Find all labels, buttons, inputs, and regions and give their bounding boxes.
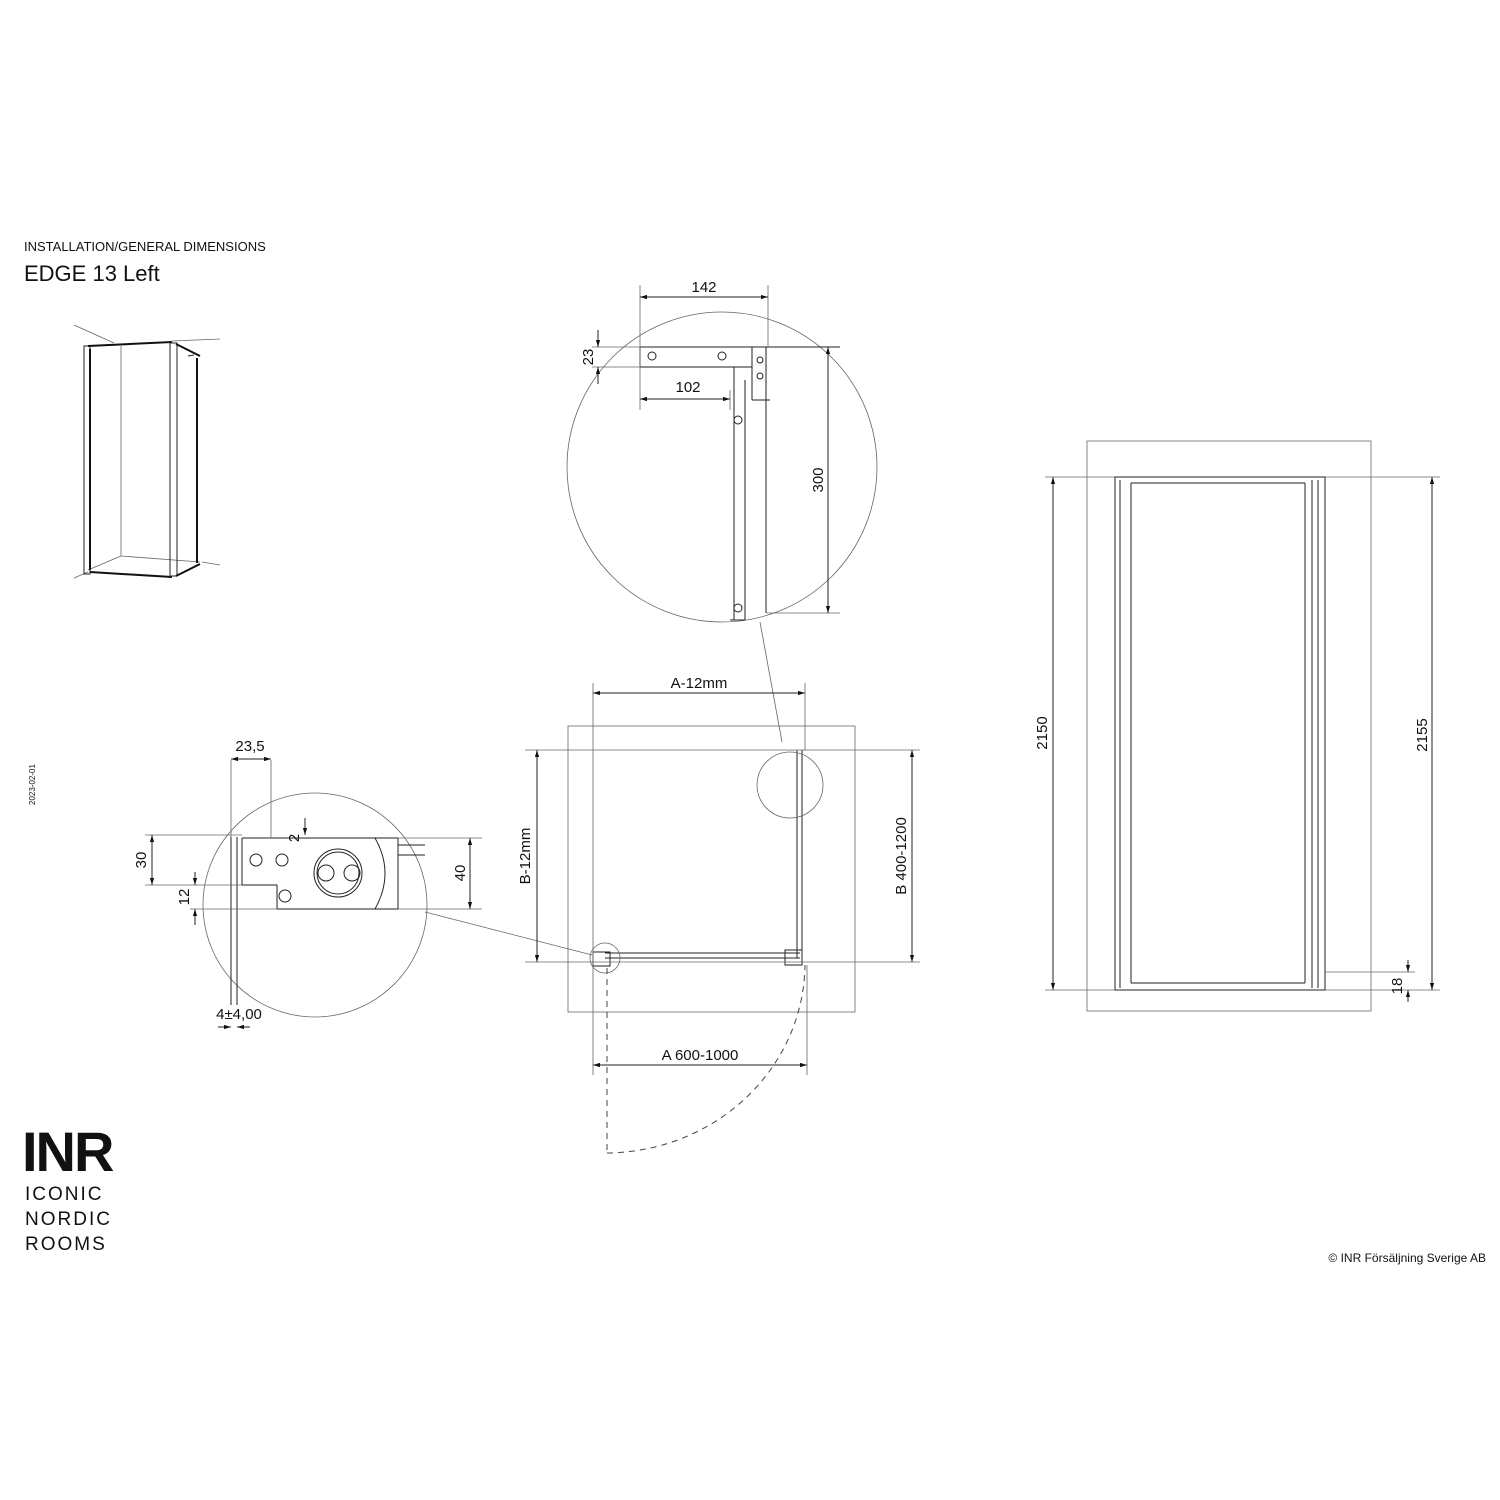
dim-23: 23 <box>580 349 597 366</box>
dim-a-minus-12: A-12mm <box>671 675 728 692</box>
dim-tolerance: 4±4,00 <box>216 1006 262 1023</box>
logo-line-1: ICONIC <box>25 1184 104 1205</box>
logo-mark: INR <box>22 1120 114 1183</box>
drawing-date: 2023-02-01 <box>28 764 37 805</box>
dim-40: 40 <box>452 865 469 882</box>
top-hinge-detail: 142 23 102 300 <box>566 279 878 743</box>
inr-logo: INR ICONIC NORDIC ROOMS <box>22 1120 116 1255</box>
logo-line-2: NORDIC <box>25 1209 112 1230</box>
dim-142: 142 <box>691 279 716 296</box>
dim-30: 30 <box>133 852 150 869</box>
dim-18: 18 <box>1389 978 1406 995</box>
plan-view: A-12mm B-12mm B 400-1200 A 600-1000 <box>517 675 920 1154</box>
front-elevation: 2150 2155 18 <box>1034 440 1440 1012</box>
bottom-hinge-detail: 23,5 2 30 12 40 4±4,00 <box>133 738 593 1030</box>
copyright: © INR Försäljning Sverige AB <box>1328 1251 1486 1265</box>
dim-b-minus-12: B-12mm <box>517 828 534 885</box>
dim-2155: 2155 <box>1414 718 1431 751</box>
dim-b-range: B 400-1200 <box>893 817 910 895</box>
dim-23-5: 23,5 <box>235 738 264 755</box>
dim-300: 300 <box>810 467 827 492</box>
dim-102: 102 <box>675 379 700 396</box>
logo-line-3: ROOMS <box>25 1234 107 1255</box>
dim-2150: 2150 <box>1034 716 1051 749</box>
dim-12: 12 <box>176 889 193 906</box>
dim-a-range: A 600-1000 <box>662 1047 739 1064</box>
isometric-view <box>73 324 221 579</box>
drawing-subtitle: INSTALLATION/GENERAL DIMENSIONS <box>24 239 266 254</box>
dim-2: 2 <box>286 834 303 842</box>
drawing-title: EDGE 13 Left <box>24 261 160 286</box>
